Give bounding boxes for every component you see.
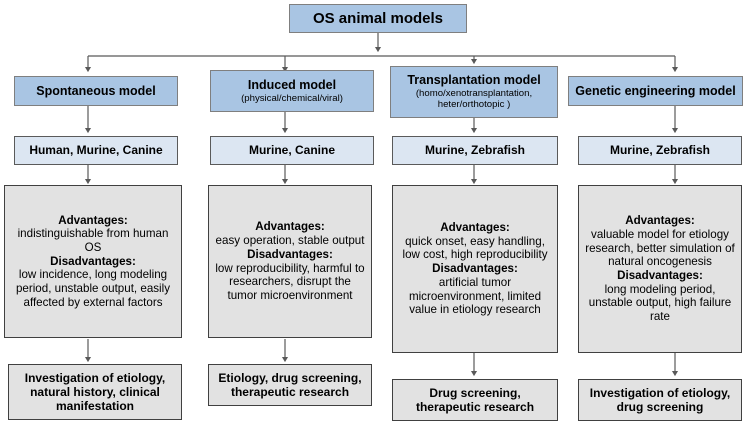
node-detail-genetic-engineering[interactable]: Advantages: valuable model for etiology … (578, 185, 742, 353)
advantages-text: quick onset, easy handling, low cost, hi… (402, 234, 548, 262)
header-main-label: Transplantation model (407, 73, 541, 88)
disadvantages-text: low incidence, long modeling period, uns… (15, 268, 171, 309)
node-header-spontaneous[interactable]: Spontaneous model (14, 76, 178, 106)
disadvantages-label: Disadvantages: (432, 262, 518, 276)
disadvantages-text: artificial tumor microenvironment, limit… (408, 275, 542, 317)
node-species-induced[interactable]: Murine, Canine (210, 136, 374, 165)
node-header-genetic-engineering[interactable]: Genetic engineering model (568, 76, 743, 106)
advantages-label: Advantages: (440, 221, 510, 235)
header-main-label: Genetic engineering model (575, 83, 736, 98)
node-detail-spontaneous[interactable]: Advantages: indistinguishable from human… (4, 185, 182, 338)
node-header-transplantation[interactable]: Transplantation model (homo/xenotranspla… (390, 66, 558, 118)
node-application-transplantation[interactable]: Drug screening, therapeutic research (392, 379, 558, 421)
disadvantages-label: Disadvantages: (50, 254, 136, 268)
application-label: Investigation of etiology, drug screenin… (589, 385, 731, 414)
application-label: Investigation of etiology, natural histo… (24, 370, 166, 414)
advantages-label: Advantages: (255, 220, 325, 234)
species-label: Murine, Zebrafish (424, 143, 525, 158)
node-species-spontaneous[interactable]: Human, Murine, Canine (14, 136, 178, 165)
advantages-text: indistinguishable from human OS (17, 227, 169, 254)
header-sub-label: (homo/xenotransplantation, heter/orthoto… (415, 88, 533, 111)
advantages-text: easy operation, stable output (215, 234, 365, 248)
application-label: Drug screening, therapeutic research (415, 385, 535, 414)
header-main-label: Spontaneous model (36, 83, 156, 98)
advantages-label: Advantages: (58, 213, 128, 227)
node-species-genetic-engineering[interactable]: Murine, Zebrafish (578, 136, 742, 165)
disadvantages-label: Disadvantages: (247, 247, 333, 261)
disadvantages-text: low reproducibility, harmful to research… (215, 261, 365, 302)
header-main-label: Induced model (247, 77, 337, 92)
node-detail-induced[interactable]: Advantages: easy operation, stable outpu… (208, 185, 372, 338)
species-label: Murine, Canine (248, 143, 335, 158)
advantages-text: valuable model for etiology research, be… (585, 227, 735, 269)
node-species-transplantation[interactable]: Murine, Zebrafish (392, 136, 558, 165)
node-application-induced[interactable]: Etiology, drug screening, therapeutic re… (208, 364, 372, 406)
node-application-spontaneous[interactable]: Investigation of etiology, natural histo… (8, 364, 182, 420)
species-label: Murine, Zebrafish (609, 143, 710, 158)
node-header-induced[interactable]: Induced model (physical/chemical/viral) (210, 70, 374, 112)
advantages-label: Advantages: (625, 214, 695, 228)
node-title-label: OS animal models (312, 9, 444, 27)
header-sub-label: (physical/chemical/viral) (241, 92, 343, 104)
node-detail-transplantation[interactable]: Advantages: quick onset, easy handling, … (392, 185, 558, 353)
node-os-animal-models[interactable]: OS animal models (289, 4, 467, 33)
node-application-genetic-engineering[interactable]: Investigation of etiology, drug screenin… (578, 379, 742, 421)
disadvantages-label: Disadvantages: (617, 269, 703, 282)
species-label: Human, Murine, Canine (29, 143, 163, 158)
application-label: Etiology, drug screening, therapeutic re… (218, 370, 362, 399)
disadvantages-text: long modeling period, unstable output, h… (588, 282, 732, 324)
